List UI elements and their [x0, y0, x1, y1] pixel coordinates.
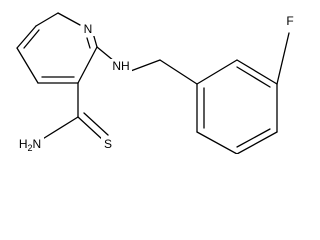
double-bond-inner	[23, 29, 40, 49]
bond	[57, 12, 81, 26]
amide-h: H	[19, 137, 28, 151]
bond	[35, 12, 59, 27]
thioamide-group	[40, 82, 109, 141]
bond	[127, 59, 161, 73]
amide-subscript-2: 2	[27, 143, 32, 153]
bond	[196, 59, 238, 85]
double-bond-inner	[236, 66, 271, 88]
bond	[16, 25, 37, 49]
benzene-ring	[196, 59, 278, 154]
bond	[236, 131, 278, 154]
atom-labels: N NH F S H2N	[16, 13, 297, 153]
double-bond-inner	[86, 37, 91, 49]
atom-label-amine: NH	[112, 59, 129, 73]
bond	[196, 131, 238, 154]
atom-label-sulfur: S	[104, 137, 112, 151]
amine-linker	[96, 46, 161, 73]
atom-label-amide: H2N	[19, 137, 41, 153]
bond	[236, 59, 278, 85]
double-bond-inner	[236, 128, 271, 148]
bond	[77, 46, 98, 84]
double-bond-c-s	[83, 112, 109, 136]
atom-label-fluorine: F	[286, 14, 293, 28]
bond-c-f	[276, 32, 290, 85]
bond	[40, 116, 79, 141]
bond	[96, 46, 115, 62]
bond	[159, 59, 198, 85]
molecule-structure: N NH F S H2N	[16, 12, 297, 154]
double-bond-c-s	[77, 116, 104, 141]
bond	[16, 47, 39, 84]
atom-label-ring-nitrogen: N	[84, 22, 93, 36]
amide-n: N	[33, 137, 42, 151]
